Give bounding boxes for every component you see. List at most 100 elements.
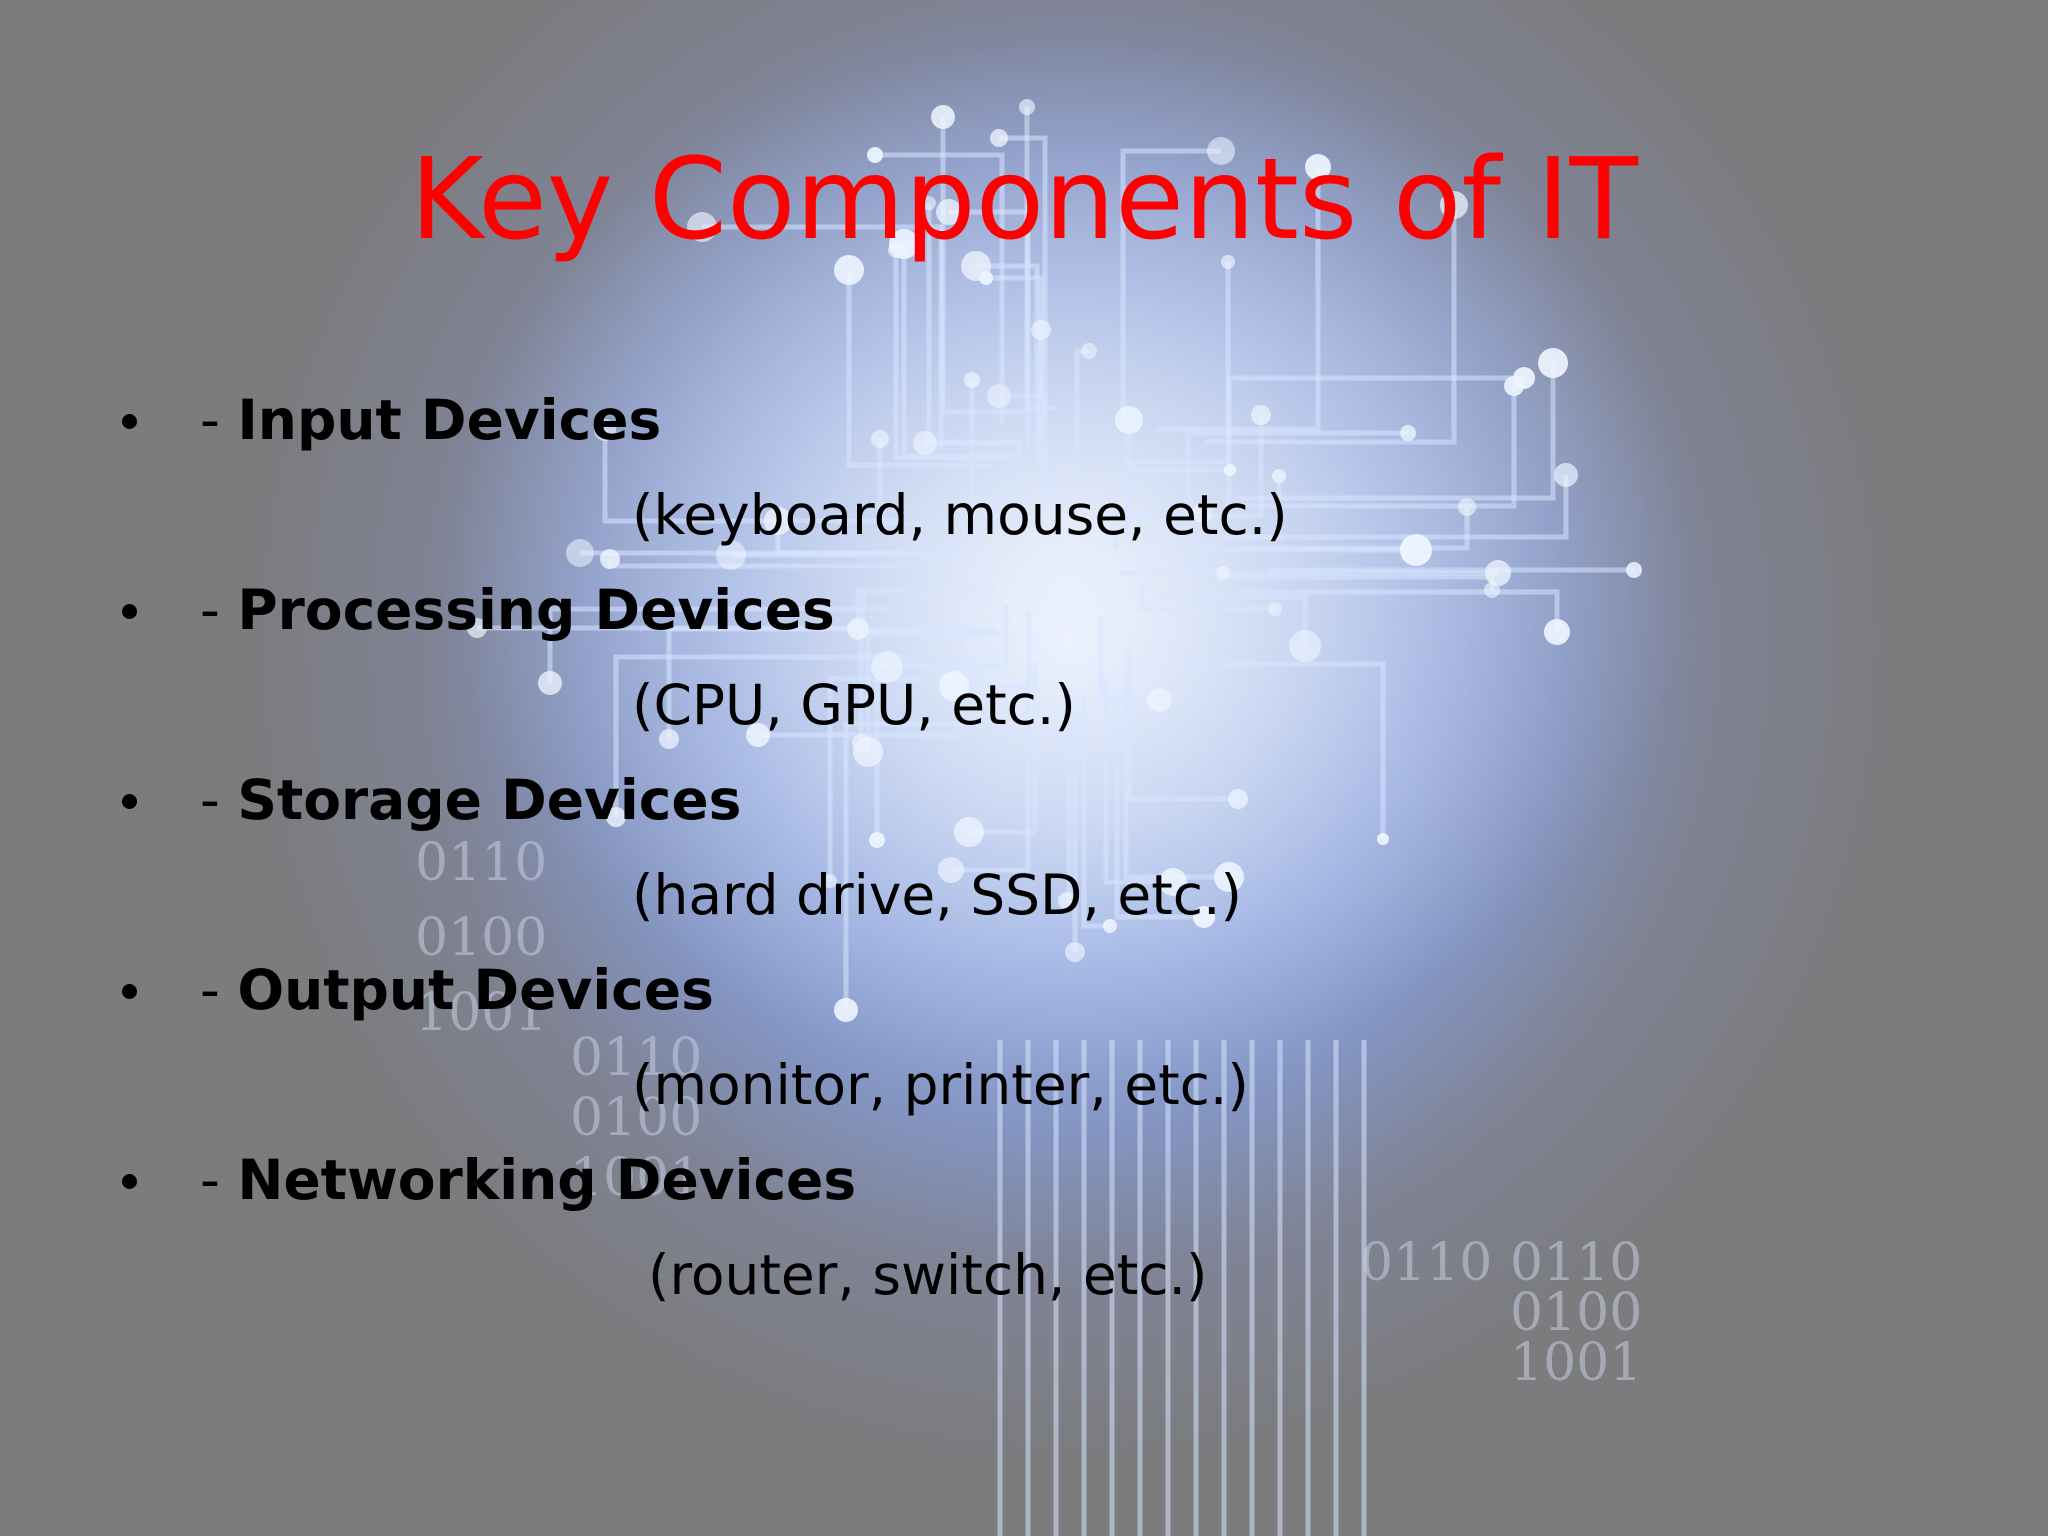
circuit-node xyxy=(853,737,883,767)
item-label: Output Devices xyxy=(237,958,714,1022)
circuit-trace xyxy=(1225,386,1517,509)
circuit-trace xyxy=(1120,148,1221,423)
circuit-node xyxy=(834,255,864,285)
circuit-node xyxy=(594,419,616,441)
circuit-trace xyxy=(827,676,986,881)
binary-text: 0100 xyxy=(570,1088,702,1148)
circuit-trace xyxy=(547,606,888,683)
circuit-trace xyxy=(1185,430,1408,522)
circuit-node xyxy=(961,251,991,281)
circuit-node xyxy=(1214,862,1244,892)
item-heading: - Networking Devices xyxy=(200,1140,856,1220)
circuit-trace xyxy=(758,628,964,738)
circuit-node xyxy=(687,212,717,242)
circuit-trace xyxy=(1188,547,1416,563)
circuit-trace xyxy=(1240,589,1560,632)
circuit-node xyxy=(1268,602,1282,616)
bullet-icon xyxy=(122,414,137,429)
circuit-node xyxy=(659,729,679,749)
circuit-trace xyxy=(1120,570,1223,576)
circuit-node xyxy=(987,384,1011,408)
item-dash: - xyxy=(200,388,238,452)
circuit-trace xyxy=(969,380,1036,506)
circuit-trace xyxy=(1180,661,1386,839)
item-detail: (hard drive, SSD, etc.) xyxy=(632,863,1242,927)
circuit-trace xyxy=(1091,420,1132,520)
circuit-node xyxy=(871,651,903,683)
circuit-node xyxy=(964,372,980,388)
circuit-trace xyxy=(1072,701,1078,952)
circuit-node xyxy=(716,540,746,570)
circuit-trace xyxy=(846,270,993,468)
binary-text: 0110 xyxy=(1510,1233,1642,1293)
circuit-trace xyxy=(1239,363,1556,501)
circuit-node xyxy=(1377,833,1389,845)
circuit-node xyxy=(1440,191,1468,219)
circuit-trace xyxy=(969,662,1038,835)
circuit-node xyxy=(1058,892,1076,910)
bullet-icon xyxy=(122,984,137,999)
circuit-trace xyxy=(954,611,1032,689)
circuit-node xyxy=(467,618,487,638)
circuit-node xyxy=(746,723,770,747)
circuit-trace xyxy=(602,430,907,524)
circuit-node xyxy=(1228,789,1248,809)
circuit-node xyxy=(1289,630,1321,662)
circuit-trace xyxy=(1098,616,1159,703)
circuit-node xyxy=(1081,343,1097,359)
item-label: Networking Devices xyxy=(237,1148,857,1212)
circuit-node xyxy=(1019,99,1035,115)
item-heading: - Input Devices xyxy=(200,380,661,460)
circuit-trace xyxy=(1113,510,1202,550)
circuit-trace xyxy=(887,604,1009,670)
circuit-trace xyxy=(1103,679,1173,885)
circuit-node xyxy=(1400,534,1432,566)
circuit-trace xyxy=(1038,330,1060,489)
item-detail: (keyboard, mouse, etc.) xyxy=(632,483,1288,547)
item-detail: (router, switch, etc.) xyxy=(648,1243,1208,1307)
binary-text: 0110 xyxy=(570,1028,702,1088)
bullet-icon xyxy=(122,1174,137,1189)
circuit-node xyxy=(1224,464,1236,476)
circuit-trace xyxy=(999,393,1048,509)
circuit-node xyxy=(1272,469,1286,483)
item-heading: - Processing Devices xyxy=(200,570,835,650)
circuit-trace xyxy=(580,550,901,564)
circuit-trace xyxy=(1137,415,1264,519)
circuit-trace xyxy=(1157,167,1321,432)
circuit-node xyxy=(1192,503,1212,523)
circuit-node xyxy=(566,539,594,567)
binary-text: 0100 xyxy=(1510,1283,1642,1343)
circuit-node xyxy=(606,807,626,827)
circuit-node xyxy=(834,998,858,1022)
item-detail: (CPU, GPU, etc.) xyxy=(632,673,1076,737)
circuit-trace xyxy=(1123,677,1229,880)
circuit-trace xyxy=(875,152,1005,425)
circuit-node xyxy=(1538,348,1568,378)
circuit-node xyxy=(1458,498,1476,516)
circuit-trace xyxy=(1152,594,1308,646)
circuit-trace xyxy=(865,631,999,752)
item-label: Input Devices xyxy=(237,388,662,452)
circuit-trace xyxy=(1081,695,1110,929)
circuit-node xyxy=(764,507,792,535)
circuit-node xyxy=(931,105,955,129)
circuit-node xyxy=(939,671,969,701)
circuit-node xyxy=(913,431,937,455)
circuit-node xyxy=(1159,868,1187,896)
list-item: - Storage Devices (hard drive, SSD, etc.… xyxy=(0,760,2048,950)
binary-text: 0100 xyxy=(415,908,547,968)
binary-text: 0110 xyxy=(1360,1233,1492,1293)
binary-text: 1001 xyxy=(570,1148,702,1208)
circuit-node xyxy=(1544,619,1570,645)
circuit-node xyxy=(1065,942,1085,962)
circuit-node xyxy=(847,618,869,640)
circuit-node xyxy=(1626,562,1642,578)
circuit-node xyxy=(1221,255,1235,269)
item-heading: - Output Devices xyxy=(200,950,714,1030)
circuit-trace xyxy=(877,439,1003,527)
circuit-node xyxy=(867,147,883,163)
circuit-trace xyxy=(855,588,996,629)
